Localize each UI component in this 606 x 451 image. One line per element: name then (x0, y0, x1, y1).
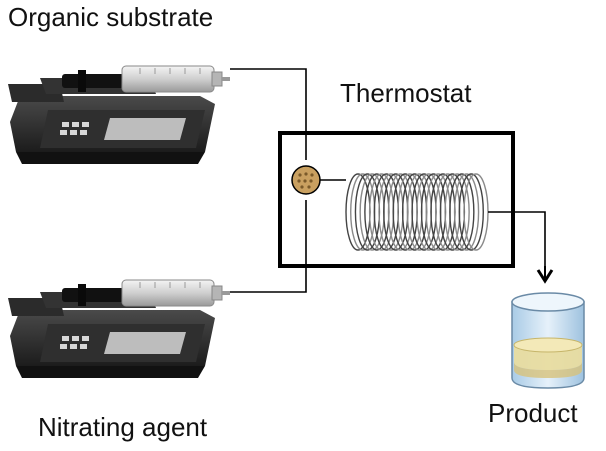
coil-loop (425, 173, 451, 251)
syringe-pump-organic-icon (7, 65, 231, 165)
coil-loop (416, 173, 442, 251)
coil-loop (368, 173, 395, 251)
feed-tubing (230, 68, 307, 293)
coil-loop (364, 173, 390, 251)
t-mixer-icon (291, 165, 321, 195)
product-outlet-arrow (488, 211, 554, 284)
coil-loop (458, 173, 484, 251)
product-label: Product (488, 398, 578, 428)
coil-loop (453, 173, 480, 251)
thermostat-label: Thermostat (340, 78, 472, 108)
coil-loop (411, 173, 437, 251)
coil-loop (406, 173, 433, 251)
coil-loop (350, 173, 376, 251)
coil-loop (434, 173, 461, 251)
coil-loop (420, 173, 447, 251)
beaker-icon (511, 292, 585, 389)
thermostat-box (278, 131, 515, 268)
coil-loop (397, 173, 423, 251)
coil-loop (383, 173, 409, 251)
coil-loop (430, 173, 456, 251)
coil-loop (345, 173, 371, 251)
coil-reactor-icon (345, 173, 489, 251)
organic-substrate-label: Organic substrate (8, 2, 214, 32)
coil-loop (373, 173, 400, 251)
syringe-pump-nitrating-icon (7, 279, 231, 379)
coil-loop (387, 173, 414, 251)
coil-loop (444, 173, 470, 251)
coil-loop (354, 173, 381, 251)
coil-loop (401, 173, 428, 251)
coil-loop (378, 173, 404, 251)
coil-loop (439, 173, 466, 251)
nitrating-agent-label: Nitrating agent (38, 412, 208, 442)
coil-loop (392, 173, 418, 251)
coil-loop (463, 173, 489, 251)
coil-loop (449, 173, 475, 251)
coil-loop (359, 173, 385, 251)
